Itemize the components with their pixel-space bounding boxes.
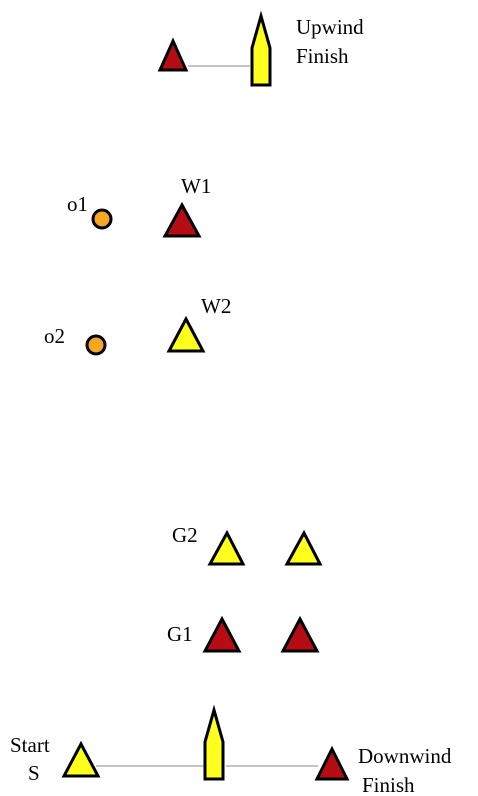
g2-label: G2 xyxy=(172,523,198,547)
start-label-line1: Start xyxy=(10,733,50,757)
o2-mark xyxy=(85,334,107,356)
w1-label: W1 xyxy=(181,174,211,198)
g2-right-mark xyxy=(284,529,323,566)
downwind-finish-label-line1: Downwind xyxy=(358,744,452,768)
w2-label: W2 xyxy=(201,294,231,318)
g1-label: G1 xyxy=(167,622,193,646)
w1-mark xyxy=(162,201,202,238)
o1-mark xyxy=(91,208,113,230)
o1-label: o1 xyxy=(67,192,88,216)
upwind-finish-label-line2: Finish xyxy=(296,44,349,68)
start-committee-boat xyxy=(203,704,225,781)
w2-mark xyxy=(166,315,206,353)
downwind-finish-label-line2: Finish xyxy=(362,773,415,796)
start-label-line2: S xyxy=(28,761,40,785)
upwind-finish-committee-boat xyxy=(250,10,272,87)
o2-label: o2 xyxy=(44,324,65,348)
upwind-finish-pin-mark xyxy=(157,37,189,72)
g2-left-mark xyxy=(207,529,246,566)
start-pin-mark xyxy=(61,740,101,778)
g1-left-mark xyxy=(202,615,242,653)
upwind-finish-label-line1: Upwind xyxy=(296,15,364,39)
g1-right-mark xyxy=(280,615,320,653)
downwind-finish-pin-mark xyxy=(314,745,350,781)
